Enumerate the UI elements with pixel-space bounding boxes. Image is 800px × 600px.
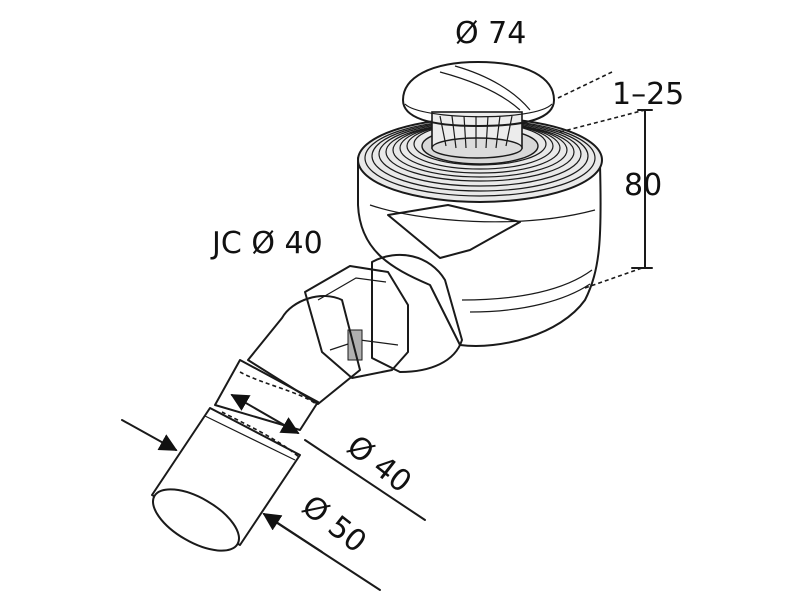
label-top-diameter: Ø 74 [455,16,526,51]
label-total-height: 80 [624,168,662,203]
trap-body [357,157,602,347]
drain-cap [402,61,555,127]
drain-cage [431,111,523,159]
label-outlet-outer: Ø 50 [295,489,373,560]
dimension-lines [121,71,653,591]
outlet-tube [151,407,301,552]
label-height-adjust: 1–25 [612,77,684,112]
outlet-elbow [214,253,463,459]
label-inlet-connection: JC Ø 40 [210,226,323,261]
